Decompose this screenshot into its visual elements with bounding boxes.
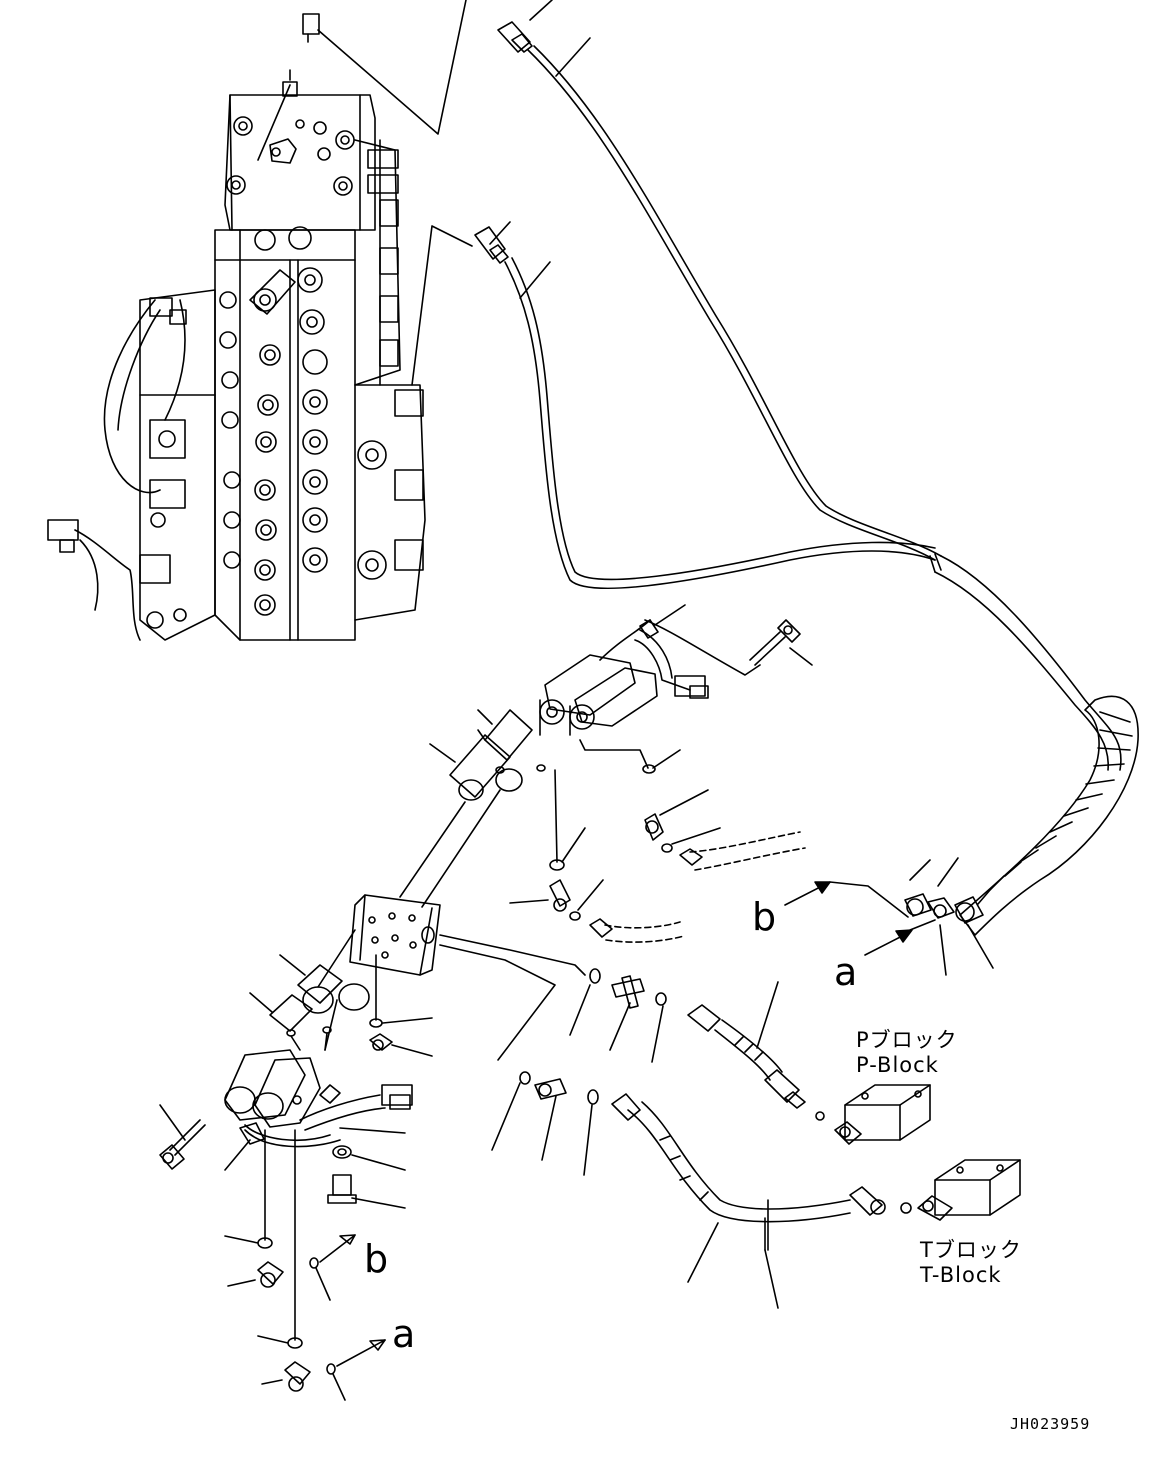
document-id: JH023959 — [1010, 1415, 1091, 1433]
t-block-label-jp: Tブロック — [920, 1238, 1022, 1262]
manifold-block — [249, 894, 601, 1061]
t-block-label-en: T-Block — [920, 1263, 1002, 1287]
callout-letter-a-right: a — [834, 950, 858, 994]
p-block — [834, 1084, 931, 1145]
pilot-hose-upper — [257, 0, 1139, 976]
p-block-label-jp: Pブロック — [856, 1028, 958, 1052]
lower-solenoid-valves — [159, 1049, 413, 1401]
control-valve-assembly — [47, 94, 426, 641]
upper-solenoid-valves — [429, 604, 813, 943]
callout-letter-b-left: b — [364, 1237, 389, 1281]
t-block — [917, 1159, 1021, 1221]
callout-letter-a-left: a — [392, 1312, 416, 1356]
callout-letter-b-right: b — [752, 895, 777, 939]
lower-hose-assemblies — [491, 975, 912, 1309]
reference-arrows-right — [784, 881, 936, 956]
top-elbow-fittings — [282, 13, 320, 97]
p-block-label-en: P-Block — [856, 1053, 939, 1077]
